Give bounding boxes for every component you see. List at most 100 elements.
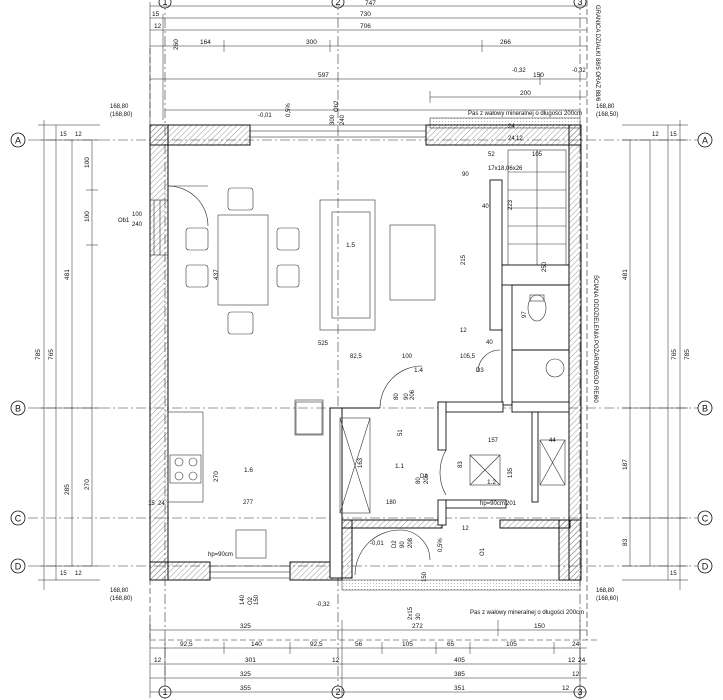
kitchen-sink xyxy=(235,529,267,559)
level-neg-001-a: -0,01 xyxy=(258,113,272,119)
plot-border-note: GRANICA DZIAŁKI 88/5 ORAZ 88/6 xyxy=(594,5,600,102)
bottom-dim-925b: 92,5 xyxy=(310,641,323,648)
idim: 82,5 xyxy=(350,354,362,360)
idim: 2x15 xyxy=(408,606,414,620)
svg-text:D: D xyxy=(702,562,709,572)
idim: 90 xyxy=(400,541,406,548)
bottom-dim-12a: 12 xyxy=(154,657,162,664)
doors xyxy=(167,185,501,576)
idim: 240 xyxy=(132,222,143,228)
bottom-dim-12d: 12 xyxy=(572,671,580,678)
left-dim-12a: 12 xyxy=(75,132,82,138)
top-dim-12: 12 xyxy=(154,23,162,30)
door-swing xyxy=(477,349,501,373)
firewall-note: ŚCIANA ODDZIELENIA POŻAROWEGO REI60 xyxy=(592,275,600,403)
bottom-dim-925a: 92,5 xyxy=(180,641,193,648)
idim: 15 xyxy=(148,501,155,507)
idim: 250 xyxy=(542,261,548,272)
right-dim-12: 12 xyxy=(652,132,659,138)
idim: 208 xyxy=(408,537,414,548)
idim: 51 xyxy=(398,429,404,436)
axis-bubble-A-right: A xyxy=(697,132,713,148)
bottom-dim-351: 351 xyxy=(454,685,465,692)
gravel-note-top: Pas z wałowy mineralnej o długości 200cm xyxy=(468,111,582,117)
left-dim-481: 481 xyxy=(64,269,71,280)
stairs-note: 17x18,06x26 xyxy=(488,166,523,172)
left-dim-100a: 100 xyxy=(84,157,91,168)
room-1-6-label: 1.6 xyxy=(244,467,253,474)
idim: 157 xyxy=(488,438,499,444)
idim: 240 xyxy=(340,114,346,125)
gravel-strip-bottom xyxy=(341,579,581,591)
axis-bubble-3: 3 xyxy=(573,0,587,9)
left-dim-765: 765 xyxy=(48,349,55,360)
toilet xyxy=(527,294,547,322)
axis-bubble-A: A xyxy=(10,132,26,148)
idim: 150 xyxy=(422,571,428,582)
top-dim-260: 260 xyxy=(173,39,180,50)
code-d3: D3 xyxy=(476,368,484,374)
idim: 223 xyxy=(508,199,514,210)
right-dim-83: 83 xyxy=(622,538,629,546)
svg-text:A: A xyxy=(702,136,708,146)
idim: 90 xyxy=(462,172,469,178)
idim: 44 xyxy=(549,438,556,444)
boiler xyxy=(469,454,501,486)
idim: 12 xyxy=(516,136,523,142)
svg-text:B: B xyxy=(15,404,21,414)
idim: 12 xyxy=(460,328,467,334)
bottom-dim-150: 150 xyxy=(534,623,545,630)
level-tr-2: (168,50) xyxy=(596,112,618,118)
level-bl-1: 168,80 xyxy=(110,588,129,594)
chair xyxy=(276,264,300,288)
svg-text:2: 2 xyxy=(335,0,340,7)
bottom-dim-405: 405 xyxy=(454,657,465,664)
bottom-dim-24: 24 xyxy=(572,641,580,648)
bottom-dim-272: 272 xyxy=(412,623,423,630)
code-d1: D1 xyxy=(420,474,428,480)
chair xyxy=(227,187,254,211)
axis-bubble-D-right: D xyxy=(697,558,713,574)
level-br-2: (168,60) xyxy=(596,596,618,602)
left-dim-785: 785 xyxy=(35,349,42,360)
right-dim-481: 481 xyxy=(622,269,629,280)
left-dim-15a: 15 xyxy=(60,571,67,577)
level-br-1: 168,80 xyxy=(596,588,615,594)
idim: 300 xyxy=(330,114,336,125)
top-dim-150: 150 xyxy=(533,72,544,79)
idim: 97 xyxy=(522,311,528,318)
chair xyxy=(185,227,209,251)
dining-table xyxy=(217,214,269,306)
top-dim-15: 15 xyxy=(152,11,160,18)
staircase xyxy=(507,149,567,266)
right-dim-187: 187 xyxy=(622,459,629,470)
kitchen-counter xyxy=(167,411,204,503)
idim: 277 xyxy=(243,500,254,506)
level-tr-1: 168,80 xyxy=(596,104,615,110)
level-tl-1: 168,80 xyxy=(110,104,129,110)
right-dim-15a: 15 xyxy=(670,132,677,138)
bottom-dim-140: 140 xyxy=(251,641,262,648)
svg-text:1: 1 xyxy=(162,0,167,7)
level-neg-032-top-b: -0,32 xyxy=(512,68,526,74)
idim: 24 xyxy=(158,501,165,507)
idim: 100 xyxy=(132,212,143,218)
idim: 30 xyxy=(416,613,422,620)
code-d2: D2 xyxy=(392,540,398,548)
axis-bubble-D: D xyxy=(10,558,26,574)
axis-bubble-C: C xyxy=(10,510,26,526)
idim: 201 xyxy=(506,501,517,507)
idim: 105 xyxy=(532,152,543,158)
bottom-dim-355: 355 xyxy=(240,685,251,692)
plot-border xyxy=(149,0,600,641)
idim: 90 xyxy=(404,393,410,400)
left-dim-285: 285 xyxy=(64,484,71,495)
bottom-dim-325: 325 xyxy=(240,623,251,630)
wardrobe xyxy=(339,417,371,514)
idim: 163 xyxy=(358,457,364,468)
bottom-dim-105b: 105 xyxy=(506,641,517,648)
hp-note-1: hp=90cm xyxy=(480,501,505,507)
top-dim-300: 300 xyxy=(306,39,317,46)
right-dim-lines xyxy=(622,120,688,590)
room-1-1-label: 1.1 xyxy=(395,463,404,470)
